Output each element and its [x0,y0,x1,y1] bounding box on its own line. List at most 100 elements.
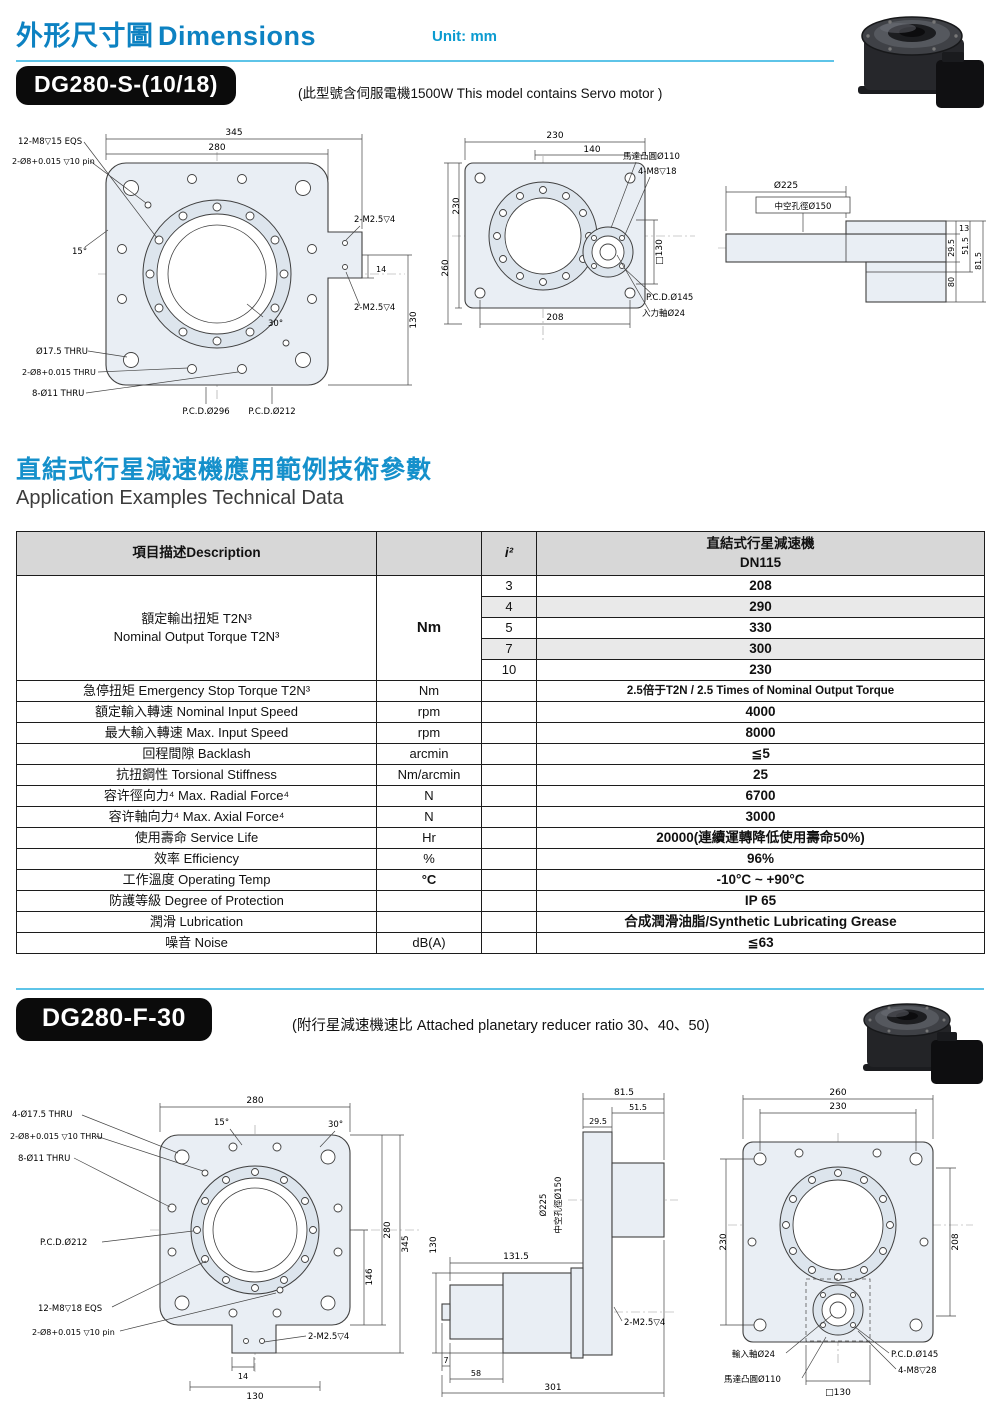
dim-230: 230 [546,131,563,141]
ratio-cell [481,932,537,954]
row-label: 容许徑向力⁴ Max. Radial Force⁴ [16,785,377,807]
col-header-description: 項目描述Description [16,531,377,576]
row-value: 25 [536,764,985,786]
row-unit: dB(A) [376,932,482,954]
table-header-row: 項目描述Description i² 直結式行星減速機 DN115 [16,531,985,576]
label-angle-30: 30° [268,319,283,329]
label-angle-30: 30° [328,1120,343,1130]
model-series-zh: 直結式行星減速機 [706,536,815,552]
dim-230-left: 230 [719,1233,729,1250]
row-label: 最大輸入轉速 Max. Input Speed [16,722,377,744]
row-label: 工作溫度 Operating Temp [16,869,377,891]
row-label: 使用壽命 Service Life [16,827,377,849]
row-value: ≦63 [536,932,985,954]
ratio-cell: 10 [481,659,537,681]
ratio-cell [481,848,537,870]
dimension-lines [83,134,412,404]
ratio-cell [481,743,537,765]
ratio-cell: 7 [481,638,537,660]
drawing-dg280s-top-view: 230 140 260 230 208 馬達凸圓Ø110 4-M8▽18 □13… [441,131,695,340]
row-value: ≦5 [536,743,985,765]
row-label: 急停扭矩 Emergency Stop Torque T2N³ [16,680,377,702]
dim-29-5: 29.5 [947,239,956,257]
dim-7: 7 [443,1356,448,1365]
dim-130: 130 [246,1392,263,1402]
dim-230-top: 230 [829,1102,846,1112]
bore-step [212,1187,298,1273]
label-pin-holes: 2-Ø8+0.015 ▽10 pin [12,156,95,166]
row-unit: N [376,806,482,828]
drawing-dg280s-side-section: 中空孔徑Ø150 Ø225 13 29.5 80 51.5 81.5 [718,180,986,303]
label-thru-2-o8: 2-Ø8+0.015 THRU [22,367,96,377]
torque-label-cell: 額定輸出扭矩 T2N³ Nominal Output Torque T2N³ [16,575,377,681]
dim-o225: Ø225 [538,1194,549,1217]
hollow-bore [202,1177,308,1283]
table-row: 效率 Efficiency%96% [16,848,985,870]
torque-unit-cell: Nm [376,575,482,681]
page-title-en: Dimensions [157,21,316,51]
section-title-zh: 直結式行星減速機應用範例技術參數 [16,456,433,484]
label-m2-5: 2-M2.5▽4 [624,1318,665,1328]
ratio-cell [481,869,537,891]
small-holes [117,174,348,374]
bolt-circle-12-m8 [145,202,289,346]
row-value: IP 65 [536,890,985,912]
dim-146: 146 [365,1268,375,1285]
shaft-stub [441,1303,451,1321]
label-m2-5: 2-M2.5▽4 [308,1332,349,1342]
section-title-en: Application Examples Technical Data [16,487,344,509]
dim-o225: Ø225 [774,180,798,191]
dim-14: 14 [376,265,386,274]
ratio-cell [481,785,537,807]
ratio-cell [481,890,537,912]
table-row: 防護等級 Degree of Protection IP 65 [16,890,985,912]
label-input-shaft: 入力軸Ø24 [642,308,685,319]
dim-140: 140 [583,145,600,155]
dim-130: 130 [429,1236,439,1253]
label-12-m8-eqs: 12-M8▽18 EQS [38,1304,102,1314]
ratio-cell [481,722,537,744]
row-value: 20000(連續運轉降低使用壽命50%) [536,827,985,849]
torque-value-cell: 290 [536,596,985,618]
row-unit: Hr [376,827,482,849]
unit-label: Unit: mm [432,28,497,45]
label-pin-thru: 2-Ø8+0.015 ▽10 THRU [10,1131,103,1141]
dimension-lines [725,186,986,303]
corner-holes [474,172,636,299]
dimension-lines [73,1103,404,1391]
row-label: 效率 Efficiency [16,848,377,870]
motor-square-outline [805,1278,871,1342]
dim-280-right: 280 [383,1221,393,1238]
bolt-circle-12 [493,186,593,286]
section-profile [441,1131,665,1359]
label-angle-15: 15° [72,247,87,257]
row-unit: rpm [376,701,482,723]
row-value: 合成潤滑油脂/Synthetic Lubricating Grease [536,911,985,933]
product-photo-dg280s [858,16,984,108]
ratio-cell: 3 [481,575,537,597]
dim-14: 14 [238,1372,248,1381]
label-m2-5-top: 2-M2.5▽4 [354,215,395,225]
section-divider [16,988,984,990]
row-unit: °C [376,869,482,891]
flange-plate-edge [582,1131,613,1356]
drawing-dg280f-side-view: 81.5 51.5 29.5 中空孔徑Ø150 Ø225 2-M2.5▽4 13… [429,1088,678,1397]
label-pcd-212: P.C.D.Ø212 [248,406,295,417]
bolt-circle-12-m8 [193,1168,317,1292]
reducer-flange [570,1267,584,1359]
model-code: DN115 [739,554,782,570]
table-row: 工作溫度 Operating Temp°C-10°C ~ +90°C [16,869,985,891]
ratio-cell [481,911,537,933]
row-label: 防護等級 Degree of Protection [16,890,377,912]
row-label: 噪音 Noise [16,932,377,954]
dim-280: 280 [246,1096,263,1106]
ratio-cell [481,701,537,723]
hollow-bore [504,197,582,275]
dim-square-130: □130 [655,239,665,265]
col-header-ratio: i² [481,531,537,576]
table-row: 額定輸出扭矩 T2N³ Nominal Output Torque T2N³ N… [16,575,985,681]
